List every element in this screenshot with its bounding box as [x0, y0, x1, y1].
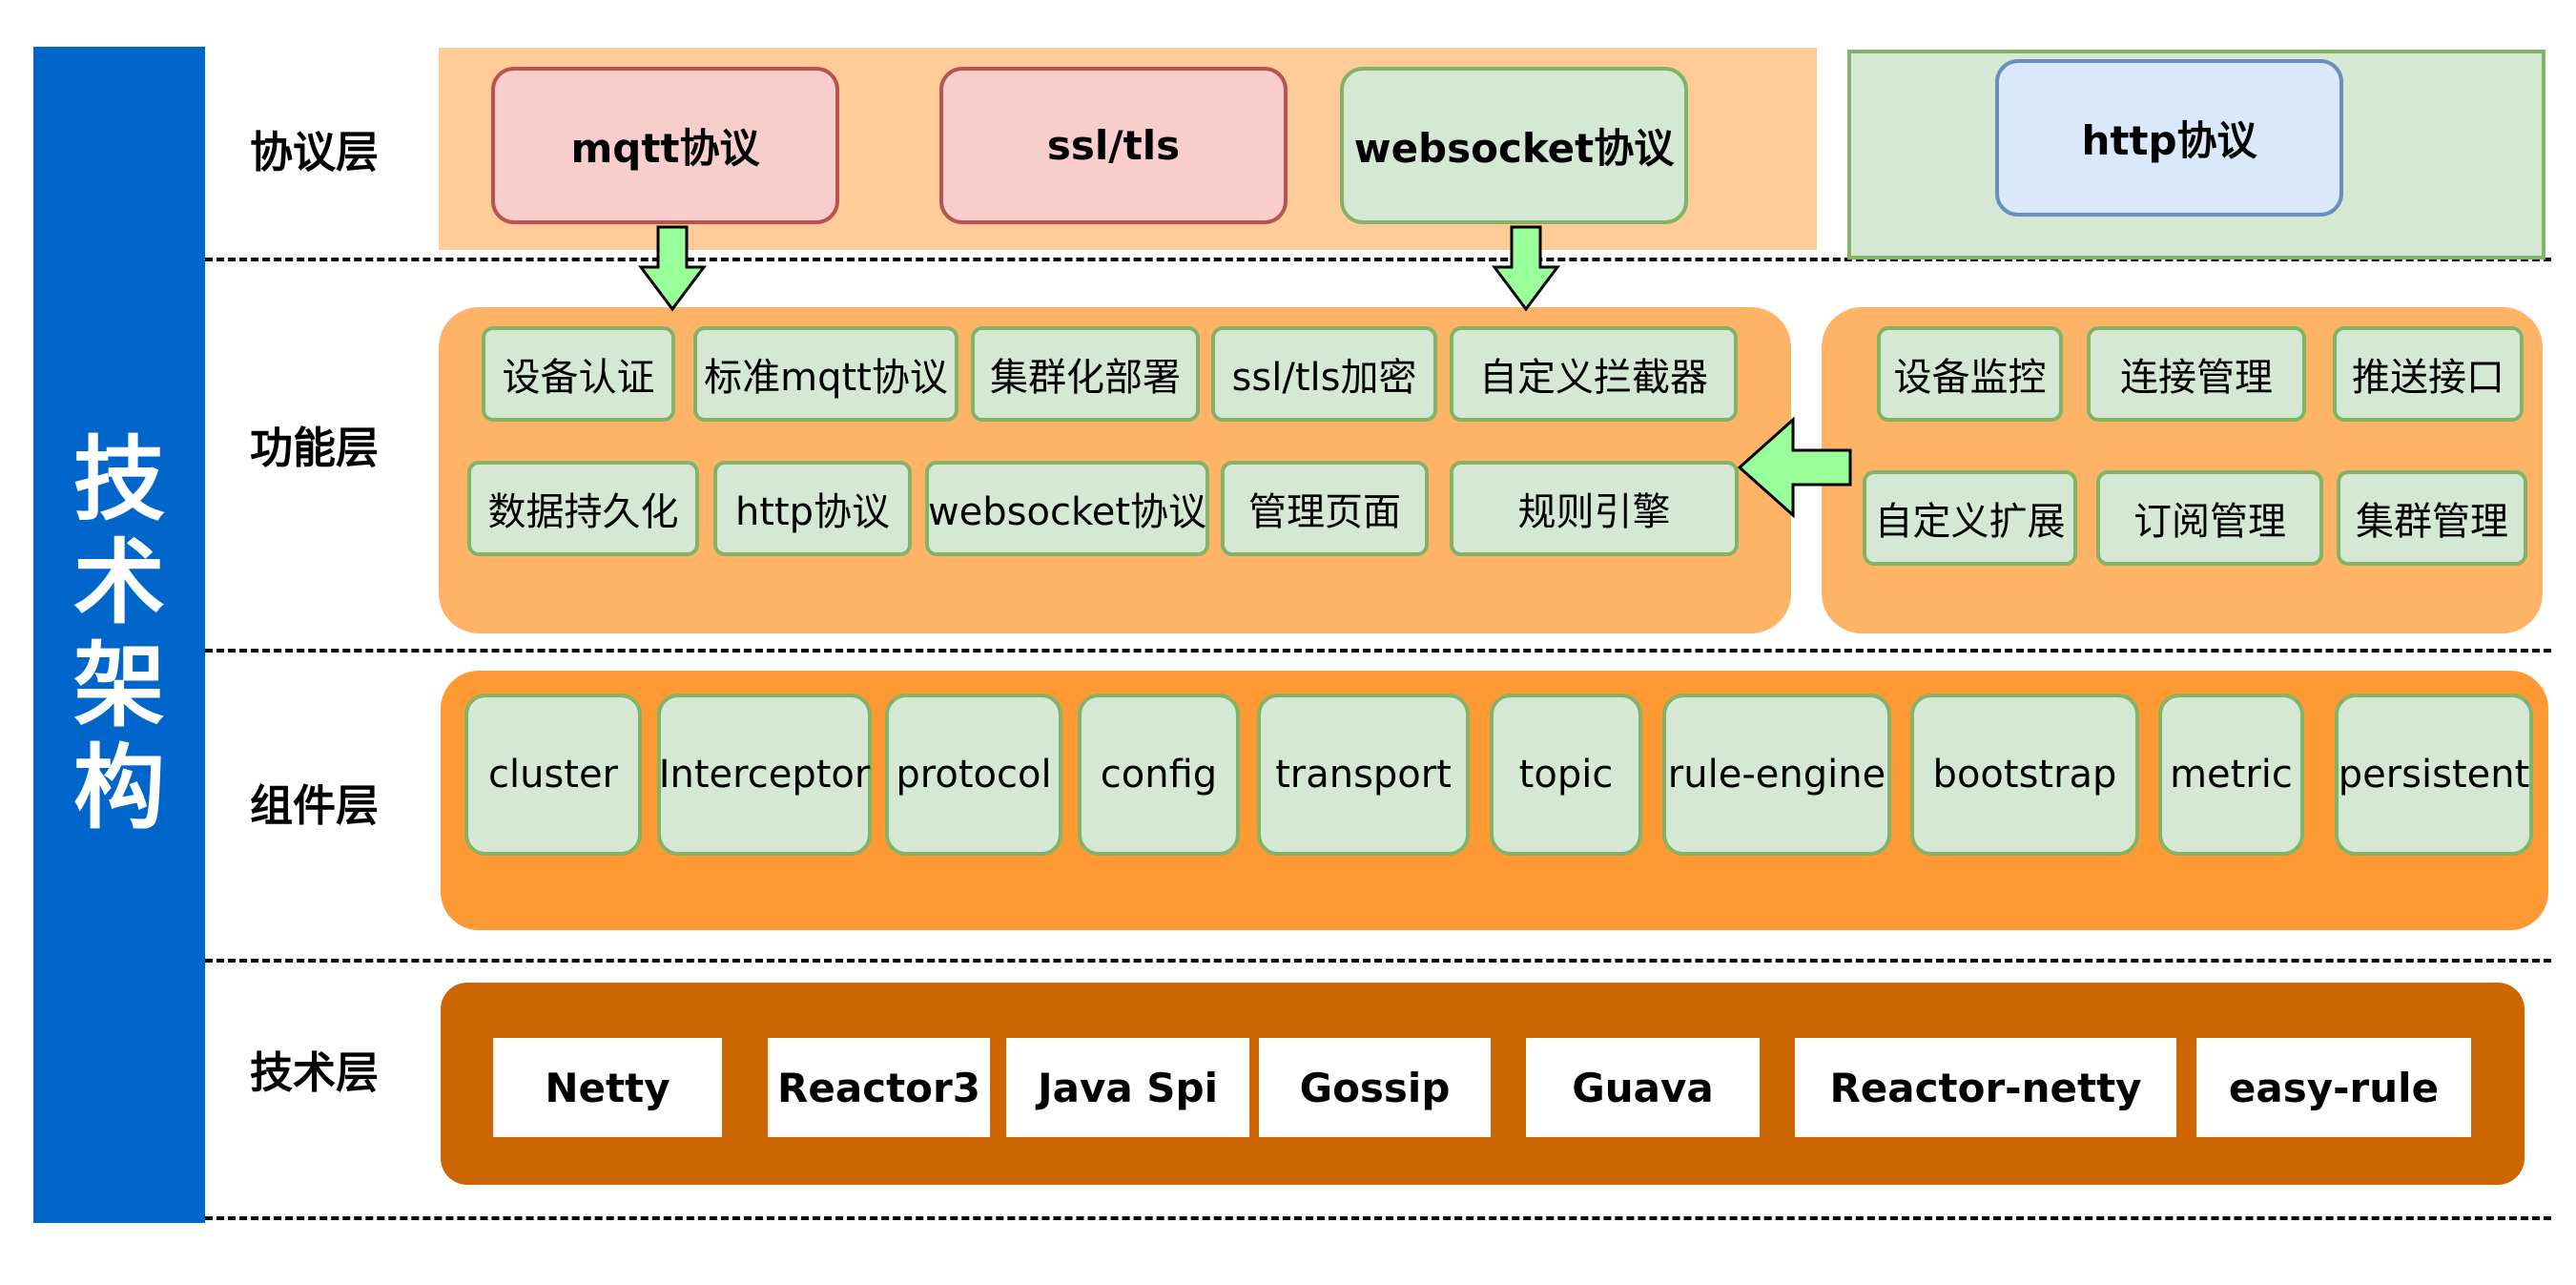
divider-component-technology: [205, 959, 2551, 963]
technology-item: Netty: [493, 1038, 722, 1137]
divider-bottom: [205, 1216, 2551, 1220]
layer-label-component: 组件层: [250, 779, 380, 831]
technology-item: Gossip: [1259, 1038, 1491, 1137]
function-item: 订阅管理: [2096, 470, 2323, 566]
function-item: 设备监控: [1877, 326, 2063, 422]
component-item: rule-engine: [1662, 694, 1891, 856]
component-item: config: [1078, 694, 1240, 856]
function-item: ssl/tls加密: [1211, 326, 1437, 422]
function-item: 推送接口: [2333, 326, 2524, 422]
component-item: bootstrap: [1910, 694, 2139, 856]
protocol-box-http: http协议: [1995, 59, 2343, 217]
arrow-down-icon: [638, 225, 707, 312]
function-item: 数据持久化: [467, 461, 699, 556]
sidebar-title: 技术架构: [73, 426, 165, 842]
component-item: persistent: [2335, 694, 2533, 856]
function-item: 集群管理: [2337, 470, 2527, 566]
divider-function-component: [205, 649, 2551, 653]
layer-label-technology: 技术层: [250, 1047, 380, 1098]
component-item: Interceptor: [657, 694, 872, 856]
arrow-left-icon: [1737, 416, 1852, 519]
technology-item: Guava: [1526, 1038, 1760, 1137]
function-item: 设备认证: [482, 326, 675, 422]
component-item: protocol: [885, 694, 1062, 856]
protocol-box-websocket: websocket协议: [1340, 67, 1688, 224]
function-item: 集群化部署: [971, 326, 1200, 422]
layer-label-function: 功能层: [250, 422, 380, 473]
component-item: cluster: [464, 694, 642, 856]
function-item: 管理页面: [1221, 461, 1429, 556]
function-item: 连接管理: [2087, 326, 2306, 422]
technology-item: Reactor-netty: [1795, 1038, 2176, 1137]
layer-label-protocol: 协议层: [250, 126, 380, 177]
function-item: 自定义扩展: [1863, 470, 2077, 566]
sidebar: 技术架构: [33, 47, 205, 1223]
function-item: 标准mqtt协议: [693, 326, 958, 422]
function-item: websocket协议: [925, 461, 1209, 556]
protocol-box-mqtt: mqtt协议: [491, 67, 839, 224]
protocol-box-ssl-tls: ssl/tls: [939, 67, 1288, 224]
technology-item: Reactor3: [768, 1038, 990, 1137]
component-item: topic: [1490, 694, 1642, 856]
function-item: 规则引擎: [1450, 461, 1739, 556]
function-item: 自定义拦截器: [1450, 326, 1738, 422]
divider-protocol-function: [205, 258, 2551, 261]
function-item: http协议: [713, 461, 912, 556]
component-item: metric: [2158, 694, 2304, 856]
arrow-down-icon: [1492, 225, 1560, 312]
technology-item: easy-rule: [2196, 1038, 2471, 1137]
technology-item: Java Spi: [1006, 1038, 1249, 1137]
component-item: transport: [1257, 694, 1470, 856]
